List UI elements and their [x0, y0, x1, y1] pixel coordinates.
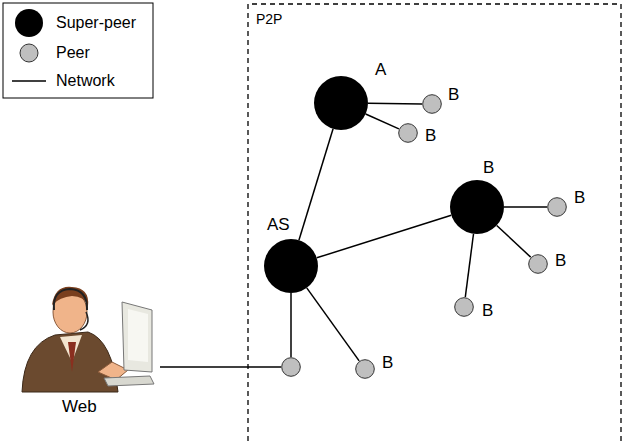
peer: B [355, 359, 375, 379]
super-circle [450, 180, 504, 234]
region-label: P2P [256, 12, 282, 27]
legend-peer-sample [20, 44, 38, 62]
legend-text: Super-peer [56, 14, 136, 32]
peer: B [528, 254, 548, 274]
node-label: B [555, 252, 566, 271]
node-label: B [425, 127, 436, 146]
node-label: B [382, 354, 393, 373]
super-circle [264, 239, 318, 293]
peer-circle [454, 297, 474, 317]
node-label: Web [62, 398, 97, 417]
peer-circle [398, 123, 418, 143]
p2p-region [248, 4, 621, 441]
super-shape [450, 180, 504, 234]
peer-circle [422, 94, 442, 114]
super-circle [314, 76, 368, 130]
node-label: B [574, 189, 585, 208]
node-label: A [375, 61, 386, 80]
node-label: AS [267, 216, 290, 235]
peer: B [398, 123, 418, 143]
network-link [504, 206, 547, 208]
network-link [497, 225, 531, 257]
peer: B [422, 94, 442, 114]
peer-shape [455, 298, 474, 317]
peer: B [547, 197, 567, 217]
peer-shape [423, 95, 442, 114]
peer-shape [548, 198, 567, 217]
network-link [307, 288, 359, 361]
super-shape [264, 239, 318, 293]
peer-circle [547, 197, 567, 217]
peer-circle [281, 357, 301, 377]
network-link [290, 293, 292, 357]
network-link [317, 215, 452, 258]
web-user: Web [18, 282, 160, 420]
network-link [368, 103, 422, 105]
peer-circle [528, 254, 548, 274]
peer-circle [355, 359, 375, 379]
legend-text: Network [56, 72, 115, 90]
peer-shape [529, 255, 548, 274]
node-label: B [448, 86, 459, 105]
network-link [366, 114, 399, 129]
user-illustration [22, 287, 154, 392]
legend-text: Peer [56, 44, 90, 62]
network-link [160, 366, 281, 368]
node-label: B [482, 302, 493, 321]
super-peer: AS [264, 239, 318, 293]
peer-shape [399, 124, 418, 143]
legend-network-sample [12, 80, 46, 82]
super-peer: A [314, 76, 368, 130]
peer: B [454, 297, 474, 317]
super-shape [314, 76, 368, 130]
super-peer: B [450, 180, 504, 234]
network-link [299, 129, 333, 240]
peer-shape [282, 358, 301, 377]
legend-super-peer-sample [15, 9, 43, 37]
legend-frame [3, 3, 153, 98]
node-label: B [483, 159, 494, 178]
network-link [465, 234, 473, 297]
peer-shape [356, 360, 375, 379]
peer [281, 357, 301, 377]
